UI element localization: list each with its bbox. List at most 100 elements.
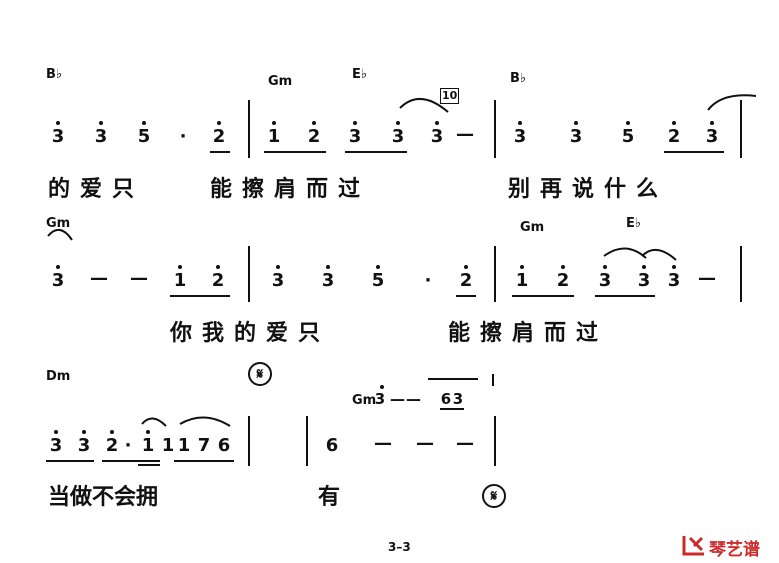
- site-logo[interactable]: 琴艺谱: [682, 534, 760, 561]
- note: 1: [177, 435, 191, 456]
- lyric: 的爱只: [48, 177, 145, 202]
- chord-g-minor: Gm: [352, 393, 377, 408]
- underline-eighth: [174, 460, 234, 462]
- tie: [399, 98, 449, 113]
- note: 3: [321, 265, 335, 291]
- note: 3: [77, 430, 91, 456]
- augmentation-dot: ·: [124, 435, 132, 456]
- note: 3: [374, 385, 386, 408]
- chord-b-flat: B♭: [46, 67, 63, 82]
- note: 6: [440, 390, 452, 408]
- chord-d-minor: Dm: [46, 369, 71, 384]
- underline-eighth: [664, 151, 724, 153]
- note: 5: [621, 121, 635, 147]
- note: 2: [211, 265, 225, 291]
- augmentation-dot: ·: [424, 270, 432, 291]
- note: 1: [161, 435, 175, 456]
- underline-eighth: [210, 151, 230, 153]
- sustain-dash: —: [456, 124, 474, 145]
- note: 2: [459, 265, 473, 291]
- lyric: 别再说什么: [508, 177, 669, 202]
- note: 3: [51, 121, 65, 147]
- sustain-dash: —: [698, 268, 716, 289]
- sustain-dash: —: [130, 268, 148, 289]
- sustain-dash: —: [390, 390, 405, 408]
- chord-g-minor: Gm: [268, 74, 293, 89]
- barline: [492, 374, 494, 386]
- barline: [494, 246, 496, 302]
- lyric: 你我的爱只: [170, 321, 331, 346]
- note: 3: [94, 121, 108, 147]
- qinyipu-logo-icon: [682, 534, 706, 561]
- note: 2: [556, 265, 570, 291]
- sustain-dash: —: [456, 433, 474, 454]
- underline-eighth: [345, 151, 407, 153]
- chord-b-flat: B♭: [510, 71, 527, 86]
- barline: [248, 100, 250, 158]
- measure-number: 10: [440, 88, 460, 104]
- chord-g-minor: Gm: [46, 216, 71, 231]
- note: 3: [391, 121, 405, 147]
- note: 6: [217, 435, 231, 456]
- note: 2: [667, 121, 681, 147]
- underline-eighth: [46, 460, 94, 462]
- sustain-dash: —: [416, 433, 434, 454]
- lyric: 能擦肩而过: [210, 177, 371, 202]
- note: 3: [637, 265, 651, 291]
- note: 3: [452, 390, 464, 408]
- tie: [141, 417, 167, 427]
- note: 2: [212, 121, 226, 147]
- note: 3: [430, 121, 444, 147]
- sustain-dash: —: [90, 268, 108, 289]
- lyric: 当做不会拥: [48, 485, 159, 510]
- tie-line: [428, 378, 478, 380]
- barline: [494, 100, 496, 158]
- lyric: 能擦肩而过: [448, 321, 609, 346]
- note: 1: [515, 265, 529, 291]
- underline-eighth: [102, 460, 160, 462]
- chord-g-minor: Gm: [520, 220, 545, 235]
- augmentation-dot: ·: [179, 126, 187, 147]
- underline-eighth: [512, 295, 574, 297]
- page-number: 3–3: [388, 540, 411, 554]
- underline-eighth: [456, 295, 476, 297]
- note: 3: [667, 265, 681, 291]
- note: 6: [325, 435, 339, 456]
- underline-eighth: [440, 408, 464, 410]
- chord-e-flat: E♭: [626, 216, 642, 231]
- note: 5: [137, 121, 151, 147]
- note: 3: [348, 121, 362, 147]
- logo-text: 琴艺谱: [709, 540, 760, 560]
- note: 3: [569, 121, 583, 147]
- barline: [740, 246, 742, 302]
- note: 3: [271, 265, 285, 291]
- tie: [179, 416, 231, 427]
- sustain-dash: —: [406, 390, 421, 408]
- note: 7: [197, 435, 211, 456]
- note: 1: [267, 121, 281, 147]
- lyric: 有: [318, 485, 351, 510]
- barline: [740, 100, 742, 158]
- barline: [248, 416, 250, 466]
- barline: [306, 416, 308, 466]
- tie: [641, 249, 677, 261]
- note: 3: [705, 121, 719, 147]
- note: 3: [513, 121, 527, 147]
- underline-eighth: [264, 151, 326, 153]
- note: 3: [49, 430, 63, 456]
- barline: [494, 416, 496, 466]
- segno-icon: 𝄋: [248, 362, 272, 386]
- underline-eighth: [170, 295, 230, 297]
- sustain-dash: —: [374, 433, 392, 454]
- note: 1: [141, 430, 155, 456]
- note: 1: [173, 265, 187, 291]
- note: 3: [598, 265, 612, 291]
- segno-icon: 𝄋: [482, 484, 506, 508]
- note: 2: [105, 430, 119, 456]
- tie: [603, 247, 647, 259]
- note: 5: [371, 265, 385, 291]
- note: 3: [51, 265, 65, 291]
- tie: [707, 94, 757, 111]
- underline-sixteenth: [138, 464, 160, 466]
- tie: [47, 229, 73, 241]
